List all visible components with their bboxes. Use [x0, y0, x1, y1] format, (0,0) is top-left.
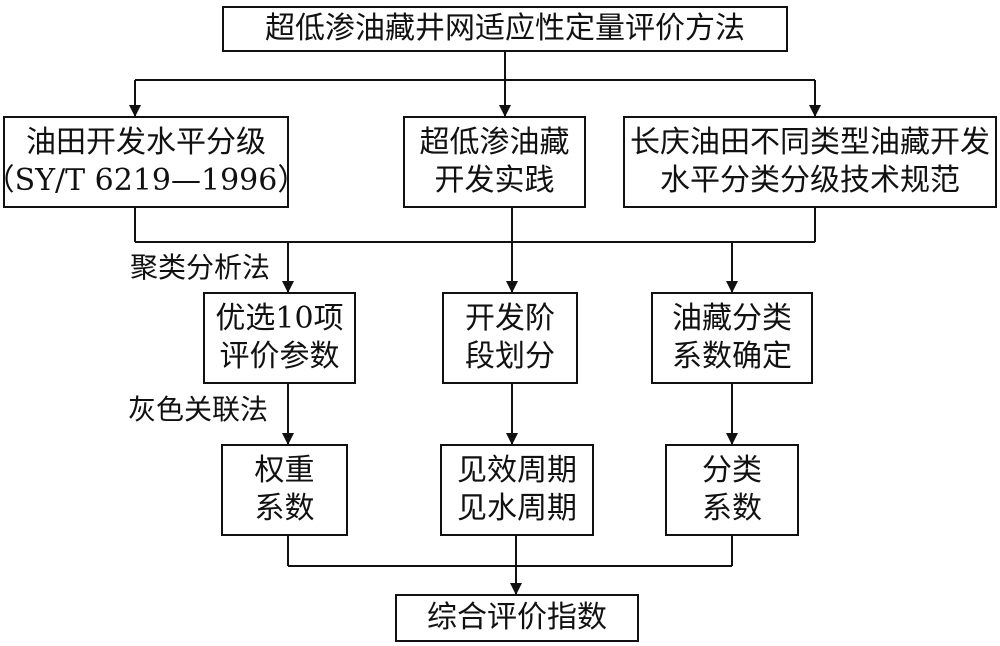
node-evaluation-method: 超低渗油藏井网适应性定量评价方法: [222, 6, 788, 52]
node-line: 超低渗油藏: [419, 125, 570, 160]
node-evaluation-parameters: 优选10项 评价参数: [203, 292, 356, 384]
node-classification-standard: 长庆油田不同类型油藏开发 水平分类分级技术规范: [623, 116, 997, 208]
node-line: （SY/T 6219—1996）: [0, 163, 308, 198]
node-development-grading: 油田开发水平分级 （SY/T 6219—1996）: [0, 116, 307, 208]
node-line: 开发阶: [465, 301, 555, 336]
node-line: 系数确定: [672, 339, 792, 374]
node-line: 系数: [702, 491, 762, 526]
node-coefficient-determination: 油藏分类 系数确定: [651, 292, 813, 384]
label-cluster-analysis: 聚类分析法: [128, 251, 273, 284]
node-classification-coefficient: 分类 系数: [665, 444, 799, 536]
node-line: 油田开发水平分级: [26, 125, 266, 160]
node-line: 见水周期: [457, 491, 577, 526]
node-development-practice: 超低渗油藏 开发实践: [403, 116, 586, 208]
node-line: 评价参数: [219, 339, 340, 374]
node-line: 油藏分类: [672, 301, 792, 336]
node-line: 见效周期: [457, 453, 577, 488]
node-line: 优选10项: [215, 301, 344, 336]
node-comprehensive-index: 综合评价指数: [395, 594, 639, 642]
node-line: 开发实践: [434, 163, 555, 198]
node-effect-water-periods: 见效周期 见水周期: [440, 444, 594, 536]
node-line: 综合评价指数: [427, 600, 607, 635]
node-weight-coefficient: 权重 系数: [221, 444, 348, 536]
node-line: 权重: [254, 453, 315, 488]
node-line: 段划分: [465, 339, 555, 374]
node-line: 系数: [254, 491, 315, 526]
node-line: 超低渗油藏井网适应性定量评价方法: [265, 11, 745, 46]
node-line: 水平分类分级技术规范: [660, 163, 960, 198]
label-grey-relational: 灰色关联法: [126, 393, 271, 426]
node-stage-division: 开发阶 段划分: [442, 292, 578, 384]
node-line: 长庆油田不同类型油藏开发: [630, 125, 990, 160]
node-line: 分类: [702, 453, 762, 488]
